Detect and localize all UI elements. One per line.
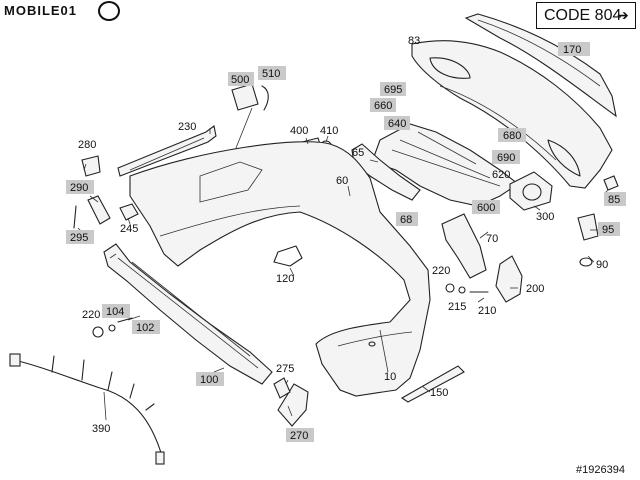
part-102-104-220	[92, 317, 133, 338]
site-logo: MOBILE01	[4, 3, 78, 18]
part-10-bumper	[129, 141, 431, 397]
part-83-diffuser	[411, 40, 613, 189]
label-300: 300	[536, 211, 554, 223]
label-620: 620	[492, 169, 510, 181]
label-400: 400	[290, 125, 308, 137]
label-83: 83	[408, 35, 420, 47]
label-500: 500	[231, 74, 249, 86]
label-90: 90	[596, 259, 608, 271]
label-95: 95	[602, 224, 614, 236]
label-85: 85	[608, 194, 620, 206]
label-690: 690	[497, 152, 515, 164]
label-60: 60	[336, 175, 348, 187]
label-270: 270	[290, 430, 308, 442]
code-box: CODE 804 ➔	[536, 2, 636, 29]
code-label: CODE 804	[544, 7, 622, 24]
part-600-carrier	[371, 123, 519, 207]
reference-number: #1926394	[576, 464, 625, 476]
label-200: 200	[526, 283, 544, 295]
label-220-left: 220	[82, 309, 100, 321]
part-300-tip	[509, 171, 553, 211]
label-68: 68	[400, 214, 412, 226]
label-102: 102	[136, 322, 154, 334]
label-680: 680	[503, 130, 521, 142]
part-290-clip	[87, 195, 111, 225]
label-510: 510	[262, 68, 280, 80]
label-120: 120	[276, 273, 294, 285]
right-arrow-icon: ➔	[617, 7, 629, 23]
label-275: 275	[276, 363, 294, 375]
label-660: 660	[374, 100, 392, 112]
part-120-bracket	[273, 245, 303, 267]
logo-mark-icon	[98, 1, 120, 21]
leader-lines	[77, 53, 609, 421]
label-290: 290	[70, 182, 88, 194]
label-150: 150	[430, 387, 448, 399]
part-270-bracket	[273, 377, 309, 427]
part-210-215-220	[445, 283, 489, 294]
label-410: 410	[320, 125, 338, 137]
label-70: 70	[486, 233, 498, 245]
label-280: 280	[78, 139, 96, 151]
part-150-strip	[400, 365, 465, 403]
label-10: 10	[384, 371, 396, 383]
part-390-harness	[9, 353, 165, 465]
label-230: 230	[178, 121, 196, 133]
label-245: 245	[120, 223, 138, 235]
part-280-clip	[81, 155, 101, 177]
label-210: 210	[478, 305, 496, 317]
label-170: 170	[563, 44, 581, 56]
label-390: 390	[92, 423, 110, 435]
label-600: 600	[477, 202, 495, 214]
part-295-screw	[73, 205, 77, 229]
part-245-nut	[119, 203, 139, 221]
part-100-bracket	[103, 243, 273, 385]
label-295: 295	[70, 232, 88, 244]
label-215: 215	[448, 301, 466, 313]
label-100: 100	[200, 374, 218, 386]
part-200-bracket	[495, 255, 523, 303]
part-170-strip	[464, 13, 617, 118]
part-70-bracket	[441, 213, 487, 279]
label-65: 65	[352, 147, 364, 159]
part-230-strip	[117, 125, 217, 177]
part-85-plug	[603, 175, 619, 191]
label-695: 695	[384, 84, 402, 96]
label-640: 640	[388, 118, 406, 130]
label-104: 104	[106, 306, 124, 318]
label-220-right: 220	[432, 265, 450, 277]
part-95-sensor	[577, 213, 599, 267]
